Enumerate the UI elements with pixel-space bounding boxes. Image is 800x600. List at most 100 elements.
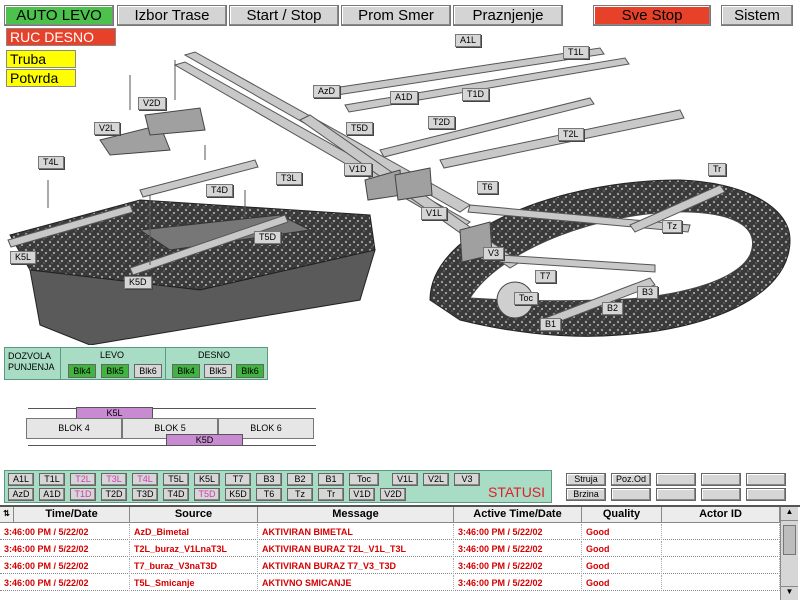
map-label-t5d[interactable]: T5D (346, 122, 374, 135)
status-chip-t5l[interactable]: T5L (163, 473, 189, 486)
status-chip-t4l[interactable]: T4L (132, 473, 158, 486)
map-label-t7[interactable]: T7 (535, 270, 556, 283)
status-chip-t1d[interactable]: T1D (70, 488, 96, 501)
brzina-button[interactable]: Brzina (566, 488, 606, 501)
blok6-cell[interactable]: BLOK 6 (218, 418, 314, 439)
status-chip-b2[interactable]: B2 (287, 473, 313, 486)
status-chip-t7[interactable]: T7 (225, 473, 251, 486)
status-chip-t1l[interactable]: T1L (39, 473, 65, 486)
map-label-t1l[interactable]: T1L (563, 46, 589, 59)
sort-icon[interactable]: ⇅ (0, 507, 14, 523)
status-chip-v1d[interactable]: V1D (349, 488, 375, 501)
sistem-button[interactable]: Sistem (721, 5, 793, 26)
empty-button-7[interactable] (746, 488, 786, 501)
map-label-t1d[interactable]: T1D (462, 88, 490, 101)
map-label-b2[interactable]: B2 (602, 302, 624, 315)
status-chip-t5d[interactable]: T5D (194, 488, 220, 501)
status-chip-b1[interactable]: B1 (318, 473, 344, 486)
desno-blk6[interactable]: Blk6 (236, 364, 264, 378)
desno-blk4[interactable]: Blk4 (172, 364, 200, 378)
status-chip-a1d[interactable]: A1D (39, 488, 65, 501)
map-label-v2l[interactable]: V2L (94, 122, 121, 135)
map-label-b3[interactable]: B3 (637, 286, 659, 299)
poz-od-button[interactable]: Poz.Od (611, 473, 651, 486)
blok4-cell[interactable]: BLOK 4 (26, 418, 122, 439)
map-label-t4d[interactable]: T4D (206, 184, 234, 197)
map-label-t6[interactable]: T6 (477, 181, 498, 194)
empty-button-3[interactable] (746, 473, 786, 486)
levo-blk6[interactable]: Blk6 (134, 364, 162, 378)
status-chip-t6[interactable]: T6 (256, 488, 282, 501)
cell-actor (662, 558, 780, 574)
status-chip-v2l[interactable]: V2L (423, 473, 449, 486)
desno-blk5[interactable]: Blk5 (204, 364, 232, 378)
sve-stop-button[interactable]: Sve Stop (593, 5, 711, 26)
scroll-up-icon[interactable]: ▲ (781, 507, 798, 521)
status-chip-k5l[interactable]: K5L (194, 473, 220, 486)
status-chip-t2d[interactable]: T2D (101, 488, 127, 501)
map-label-t2l[interactable]: T2L (558, 128, 584, 141)
status-chip-tz[interactable]: Tz (287, 488, 313, 501)
map-label-b1[interactable]: B1 (540, 318, 562, 331)
empty-button-2[interactable] (701, 473, 741, 486)
map-label-a1d[interactable]: A1D (390, 91, 418, 104)
praznjenje-button[interactable]: Praznjenje (453, 5, 563, 26)
status-chip-toc[interactable]: Toc (349, 473, 379, 486)
map-label-azd[interactable]: AzD (313, 85, 341, 98)
map-label-v1l[interactable]: V1L (421, 207, 448, 220)
status-chip-t2l[interactable]: T2L (70, 473, 96, 486)
header-active[interactable]: Active Time/Date (454, 507, 582, 523)
struja-button[interactable]: Struja (566, 473, 606, 486)
header-message[interactable]: Message (258, 507, 454, 523)
status-chip-azd[interactable]: AzD (8, 488, 34, 501)
map-label-t3l[interactable]: T3L (276, 172, 302, 185)
map-label-tz[interactable]: Tz (662, 220, 682, 233)
status-chip-v2d[interactable]: V2D (380, 488, 406, 501)
map-label-v2d[interactable]: V2D (138, 97, 166, 110)
header-time[interactable]: Time/Date (14, 507, 130, 523)
map-label-k5l[interactable]: K5L (10, 251, 37, 264)
status-chip-k5d[interactable]: K5D (225, 488, 251, 501)
map-label-a1l[interactable]: A1L (455, 34, 482, 47)
header-source[interactable]: Source (130, 507, 258, 523)
k5d-indicator[interactable]: K5D (166, 434, 243, 446)
map-label-v1d[interactable]: V1D (344, 163, 372, 176)
status-chip-a1l[interactable]: A1L (8, 473, 34, 486)
status-chip-t4d[interactable]: T4D (163, 488, 189, 501)
empty-button-6[interactable] (701, 488, 741, 501)
header-actor[interactable]: Actor ID (662, 507, 780, 523)
empty-button-5[interactable] (656, 488, 696, 501)
auto-levo-button[interactable]: AUTO LEVO (4, 5, 114, 26)
status-chip-v3[interactable]: V3 (454, 473, 480, 486)
map-label-t5d-2[interactable]: T5D (254, 231, 282, 244)
scrollbar-vertical[interactable]: ▲ ▼ (780, 507, 798, 600)
empty-button-1[interactable] (656, 473, 696, 486)
potvrda-button[interactable]: Potvrda (6, 69, 76, 87)
map-label-k5d[interactable]: K5D (124, 276, 152, 289)
status-chip-t3l[interactable]: T3L (101, 473, 127, 486)
status-chip-t3d[interactable]: T3D (132, 488, 158, 501)
map-label-v3[interactable]: V3 (483, 247, 505, 260)
truba-button[interactable]: Truba (6, 50, 76, 68)
status-chip-b3[interactable]: B3 (256, 473, 282, 486)
start-stop-button[interactable]: Start / Stop (229, 5, 339, 26)
map-label-tr[interactable]: Tr (708, 163, 727, 176)
header-quality[interactable]: Quality (582, 507, 662, 523)
empty-button-4[interactable] (611, 488, 651, 501)
izbor-trase-button[interactable]: Izbor Trase (117, 5, 227, 26)
map-label-t2d[interactable]: T2D (428, 116, 456, 129)
prom-smer-button[interactable]: Prom Smer (341, 5, 451, 26)
status-chip-tr[interactable]: Tr (318, 488, 344, 501)
levo-blk4[interactable]: Blk4 (68, 364, 96, 378)
status-chip-v1l[interactable]: V1L (392, 473, 418, 486)
scroll-down-icon[interactable]: ▼ (781, 586, 798, 600)
ruc-desno-button[interactable]: RUC DESNO (6, 28, 116, 46)
map-label-t4l[interactable]: T4L (38, 156, 64, 169)
levo-blk5[interactable]: Blk5 (101, 364, 129, 378)
scroll-thumb[interactable] (783, 525, 796, 555)
map-label-toc[interactable]: Toc (514, 292, 539, 305)
